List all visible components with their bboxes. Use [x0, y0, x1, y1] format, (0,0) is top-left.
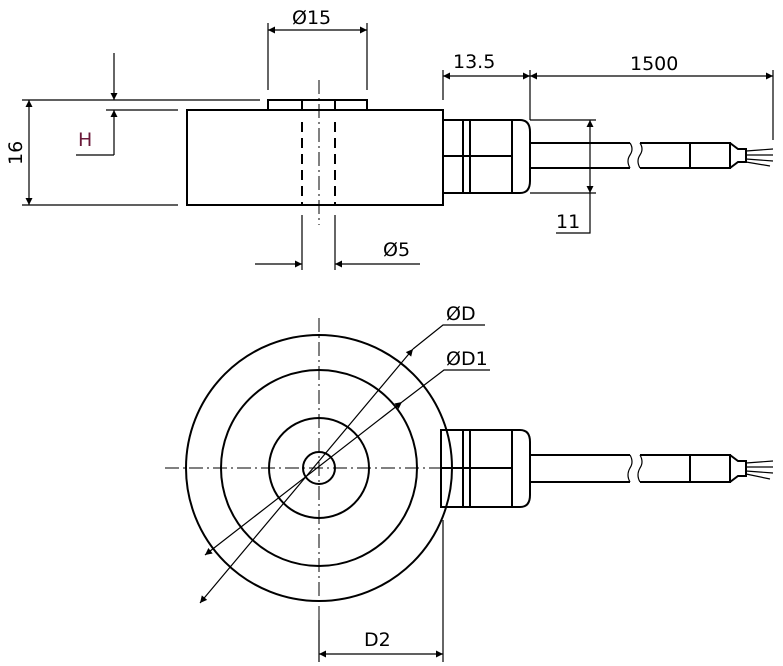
dim-cable-diameter: 11: [556, 211, 580, 233]
dim-button-diameter: Ø15: [292, 7, 331, 29]
dim-outer-diameter: ØD: [446, 303, 476, 325]
dim-connector-length: 13.5: [453, 51, 495, 73]
load-button: [267, 99, 368, 111]
dim-cable-length: 1500: [630, 53, 678, 75]
cable-gland: [440, 429, 531, 508]
side-view: Ø15 13.5 1500 11 16 H Ø5: [5, 7, 774, 270]
dim-height: 16: [5, 141, 27, 165]
dim-h: H: [78, 129, 92, 151]
cable-gland: [442, 119, 531, 194]
sensor-body: [186, 109, 444, 206]
front-view: ØD ØD1 D2: [165, 303, 774, 662]
dim-hole-diameter: Ø5: [383, 239, 410, 261]
cable: [530, 142, 774, 169]
dim-d2: D2: [364, 629, 391, 651]
cable: [530, 454, 774, 483]
dim-inner-diameter: ØD1: [446, 348, 488, 370]
